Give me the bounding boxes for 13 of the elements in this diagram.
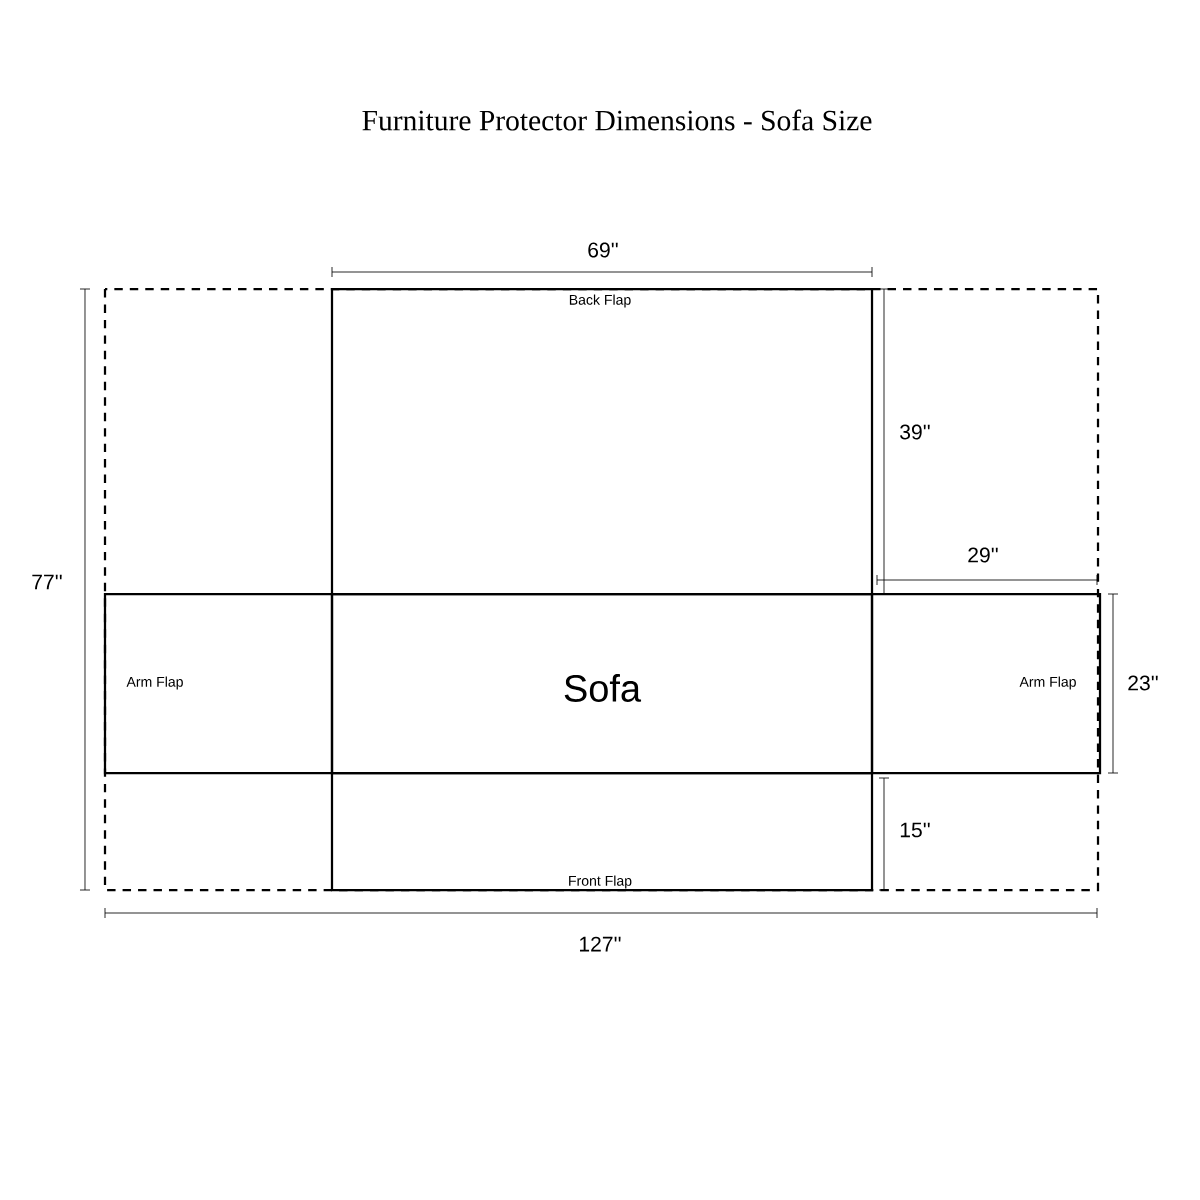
dimension-label: 23'' xyxy=(1128,675,1158,691)
panel-box: Sofa xyxy=(330,592,874,775)
dimension-label: 77'' xyxy=(32,574,62,590)
panel-box: Arm Flap xyxy=(103,592,334,775)
panel-box: Arm Flap xyxy=(870,592,1102,775)
dimension-label: 29'' xyxy=(968,547,998,563)
dimension-label: 127'' xyxy=(580,936,621,952)
panel-box: Front Flap xyxy=(330,771,874,892)
dimension-label: 39'' xyxy=(900,424,930,440)
dimension-label: 69'' xyxy=(588,242,618,258)
panel-box: Back Flap xyxy=(330,287,874,596)
dimension-label: 15'' xyxy=(900,822,930,838)
title: Furniture Protector Dimensions - Sofa Size xyxy=(362,109,872,131)
